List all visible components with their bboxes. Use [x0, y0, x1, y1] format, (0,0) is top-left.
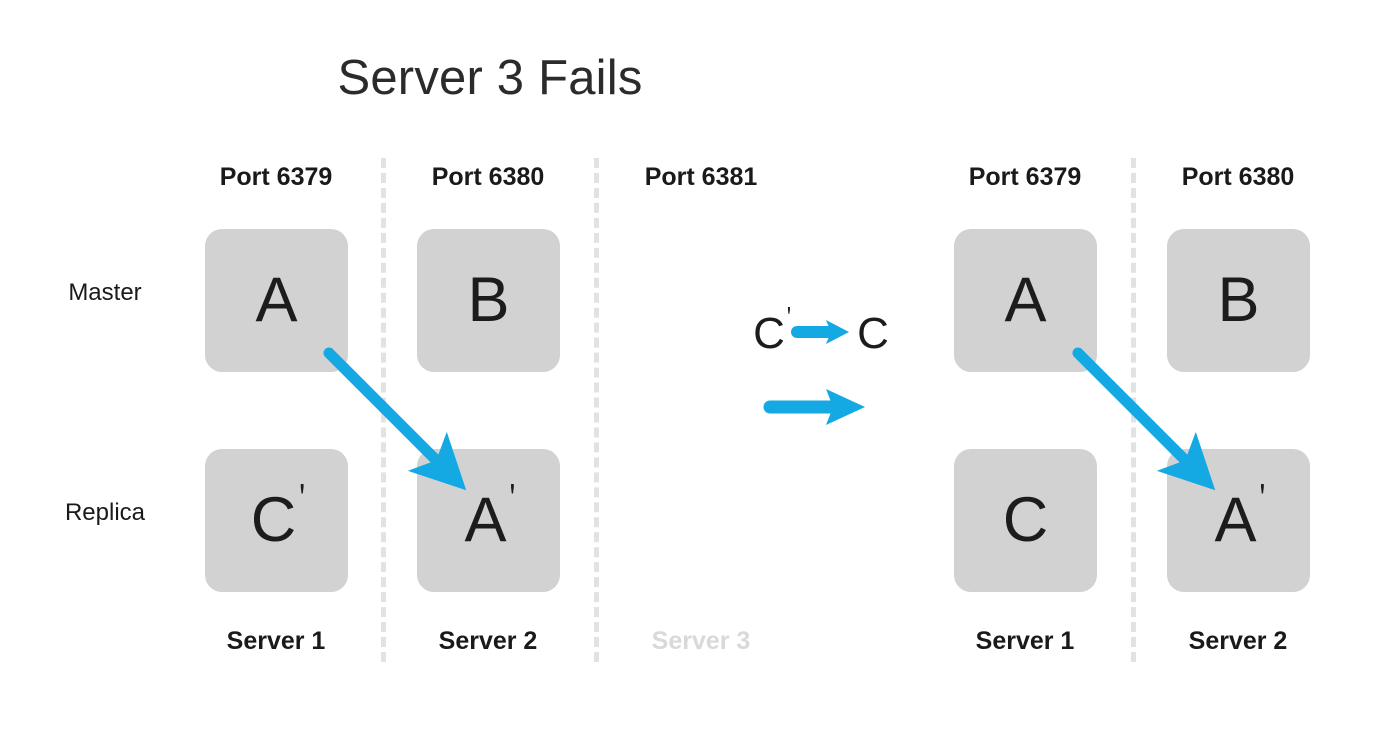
node-label-master-before-2: B — [467, 265, 510, 335]
row-label-replica: Replica — [64, 499, 146, 526]
prime-mark: ꞌ — [786, 303, 792, 329]
port-label-after-1: Port 6379 — [968, 163, 1082, 191]
node-label-replica-before-2: Aꞌ — [464, 478, 516, 555]
port-label-before-2: Port 6380 — [431, 163, 545, 191]
node-label-replica-before-1: Cꞌ — [250, 478, 306, 555]
node-master-before-2[interactable]: B — [417, 229, 560, 372]
server-label-before-2: Server 2 — [438, 627, 538, 655]
page-title: Server 3 Fails — [337, 51, 643, 105]
server-label-after-1: Server 1 — [975, 627, 1075, 655]
row-label-master: Master — [68, 279, 142, 306]
state-transition-arrow-icon — [763, 386, 869, 428]
right-arrow-icon — [791, 319, 851, 345]
server-label-before-1: Server 1 — [226, 627, 326, 655]
node-label-master-after-1: A — [1004, 265, 1047, 335]
node-replica-before-1[interactable]: Cꞌ — [205, 449, 348, 592]
node-label-replica-after-2: Aꞌ — [1214, 478, 1266, 555]
divider-before-2 — [594, 158, 599, 662]
port-label-after-2: Port 6380 — [1181, 163, 1295, 191]
node-master-after-2[interactable]: B — [1167, 229, 1310, 372]
prime-mark: ꞌ — [509, 478, 516, 513]
node-label-master-before-1: A — [255, 265, 298, 335]
node-label-replica-after-1: C — [1002, 485, 1049, 555]
node-master-after-1[interactable]: A — [954, 229, 1097, 372]
port-label-before-3: Port 6381 — [644, 163, 758, 191]
node-label-master-after-2: B — [1217, 265, 1260, 335]
port-label-before-1: Port 6379 — [219, 163, 333, 191]
prime-mark: ꞌ — [1259, 478, 1266, 513]
server-label-before-3: Server 3 — [651, 627, 751, 655]
prime-mark: ꞌ — [299, 478, 306, 513]
server-label-after-2: Server 2 — [1188, 627, 1288, 655]
node-replica-after-1[interactable]: C — [954, 449, 1097, 592]
node-master-before-1[interactable]: A — [205, 229, 348, 372]
